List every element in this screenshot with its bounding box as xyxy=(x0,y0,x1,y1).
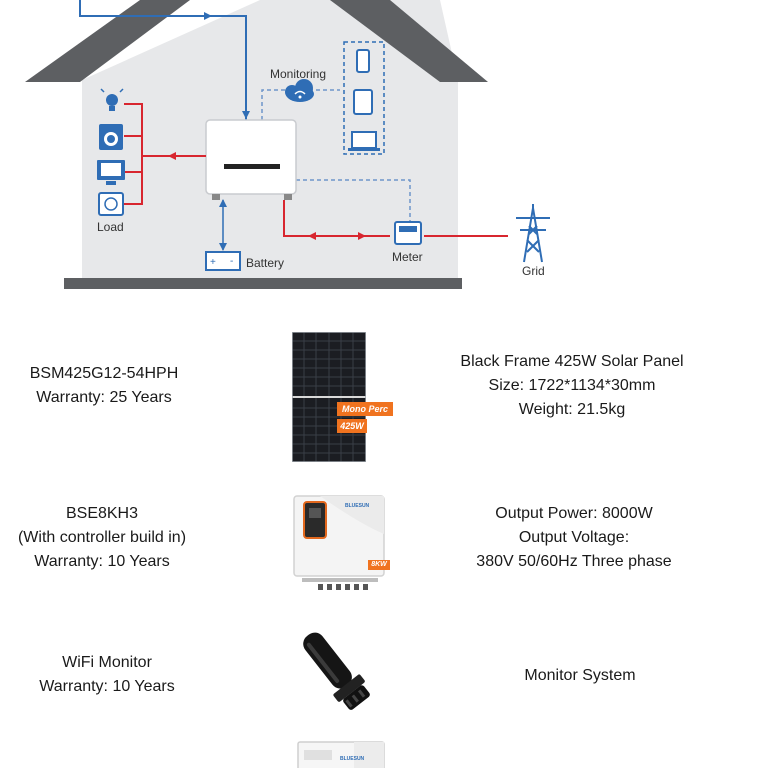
socket-icon xyxy=(98,192,124,216)
panel-model: BSM425G12-54HPH xyxy=(29,365,179,382)
wattage-badge: 425W xyxy=(337,419,367,433)
cloud-icon xyxy=(285,79,314,102)
panel-size: Size: 1722*1134*30mm xyxy=(488,377,656,394)
washer-icon xyxy=(99,124,123,150)
inverter-output-voltage-label: Output Voltage: xyxy=(518,529,630,546)
solar-line xyxy=(79,0,247,120)
load-label: Load xyxy=(97,220,124,234)
wifi-dongle-image xyxy=(286,630,386,716)
battery-image xyxy=(296,740,388,773)
wifi-model: WiFi Monitor xyxy=(62,654,152,671)
house-roof xyxy=(25,0,190,82)
inverter-controller-note: (With controller build in) xyxy=(17,529,187,546)
devices-box xyxy=(343,41,385,155)
inverter-output-voltage: 380V 50/60Hz Three phase xyxy=(476,553,672,570)
inverter-kw-badge: 8KW xyxy=(368,560,390,570)
grid-label: Grid xyxy=(522,264,545,278)
inverter-image xyxy=(290,494,390,594)
panel-spec-info: Black Frame 425W Solar Panel Size: 1722*… xyxy=(440,350,704,422)
inverter-warranty: Warranty: 10 Years xyxy=(34,553,170,570)
house-floor xyxy=(64,278,462,289)
inverter-brand-label: BLUESUN xyxy=(345,503,370,509)
mono-perc-badge: Mono Perc xyxy=(337,402,393,416)
wifi-warranty: Warranty: 10 Years xyxy=(39,678,175,695)
panel-warranty: Warranty: 25 Years xyxy=(36,389,172,406)
battery-brand-label: BLUESUN xyxy=(340,756,365,762)
panel-weight: Weight: 21.5kg xyxy=(518,401,626,418)
inverter-icon xyxy=(205,119,297,200)
inverter-model: BSE8KH3 xyxy=(65,505,139,522)
meter-label: Meter xyxy=(392,250,423,264)
battery-icon: + - xyxy=(205,251,241,271)
laptop-icon xyxy=(351,131,377,149)
inverter-spec-info: Output Power: 8000W Output Voltage: 380V… xyxy=(446,502,702,574)
bulb-icon xyxy=(100,88,124,111)
panel-model-info: BSM425G12-54HPH Warranty: 25 Years xyxy=(0,362,208,410)
system-diagram: Monitoring Load + - Battery xyxy=(0,0,768,300)
inverter-model-info: BSE8KH3 (With controller build in) Warra… xyxy=(0,502,204,574)
svg-text:+: + xyxy=(210,257,216,268)
inverter-output-power: Output Power: 8000W xyxy=(495,505,653,522)
solar-panel-image xyxy=(291,331,367,463)
grid-tower-icon xyxy=(516,204,550,263)
battery-label: Battery xyxy=(246,256,284,270)
wifi-model-info: WiFi Monitor Warranty: 10 Years xyxy=(0,651,214,699)
wifi-spec-info: Monitor System xyxy=(446,664,714,688)
svg-text:-: - xyxy=(230,256,233,267)
tablet-icon xyxy=(353,89,373,115)
meter-icon xyxy=(394,221,422,245)
house-roof-right xyxy=(330,0,488,82)
monitoring-label: Monitoring xyxy=(270,67,326,81)
monitor-icon xyxy=(97,160,125,185)
panel-title: Black Frame 425W Solar Panel xyxy=(460,353,684,370)
wifi-description: Monitor System xyxy=(524,667,636,684)
phone-icon xyxy=(356,49,370,73)
